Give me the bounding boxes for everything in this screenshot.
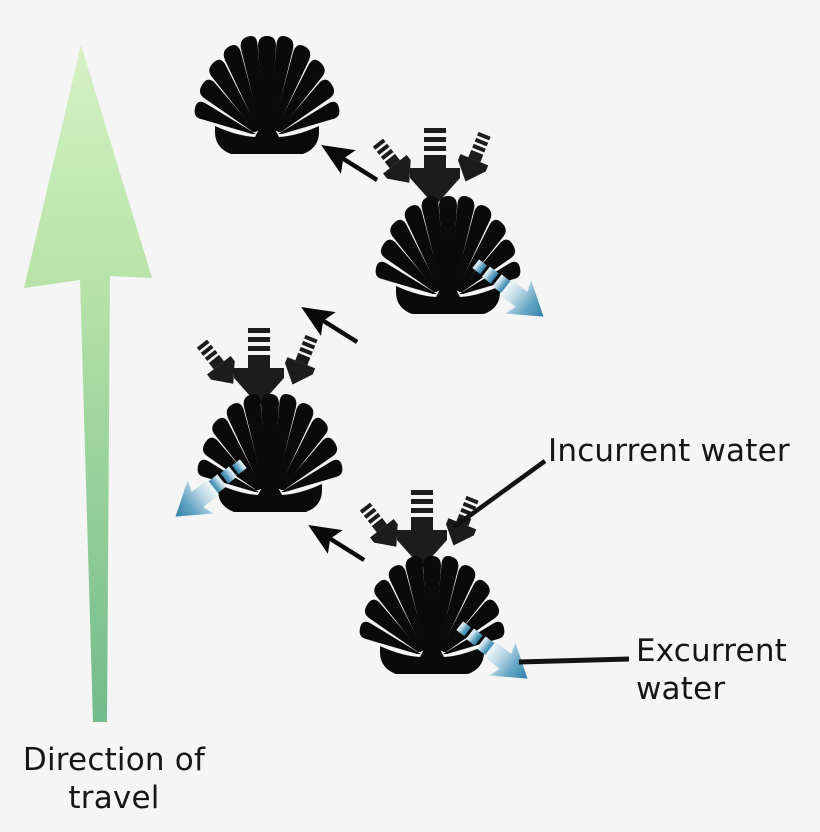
excurrent-water-label: Excurrent water: [636, 633, 788, 707]
scallop-4: [353, 490, 541, 696]
thrust-arrow-1: [313, 133, 385, 192]
incurrent-arrows-group-4: [353, 490, 487, 568]
direction-of-travel-label: Direction of travel: [22, 742, 206, 816]
incurrent-arrows-group-3: [190, 328, 326, 406]
incurrent-arrow-center: [397, 490, 447, 568]
thrust-arrow-3: [300, 513, 372, 572]
incurrent-water-label: Incurrent water: [548, 433, 790, 469]
scallop-1: [194, 36, 340, 154]
scallop-shell-icon: [197, 394, 343, 512]
incurrent-arrow-left: [366, 133, 422, 192]
scallop-shell-icon: [375, 196, 521, 314]
incurrent-arrow-center: [234, 328, 284, 406]
incurrent-arrow-left: [190, 334, 246, 393]
incurrent-arrow-center: [410, 128, 460, 206]
incurrent-leader-line: [452, 459, 547, 529]
incurrent-arrows-group-2: [366, 128, 499, 206]
direction-of-travel-arrow: [24, 45, 152, 722]
scallop-2: [366, 128, 557, 334]
travel-arrow-shape: [24, 45, 152, 722]
scallop-shell-icon: [359, 556, 505, 674]
scallop-shell-icon: [194, 36, 340, 154]
incurrent-arrow-right: [278, 331, 326, 391]
excurrent-leader-line: [518, 656, 630, 665]
incurrent-arrow-left: [353, 497, 409, 556]
scallop-3: [162, 328, 343, 534]
